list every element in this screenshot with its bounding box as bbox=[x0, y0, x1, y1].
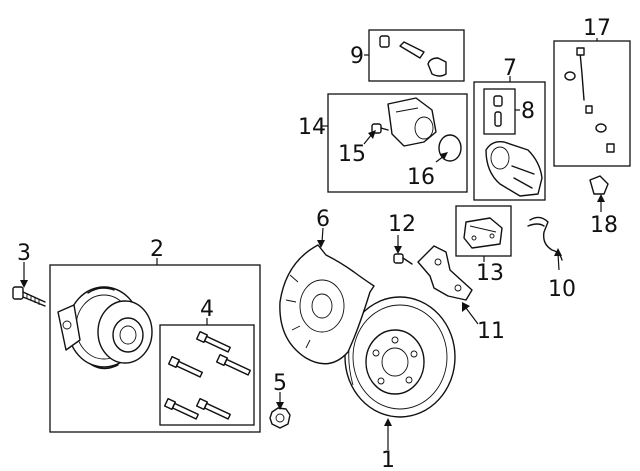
callout-7: 7 bbox=[503, 56, 517, 81]
hose-kit-part bbox=[564, 47, 615, 153]
box-actuator bbox=[327, 93, 468, 193]
wheel-bolts-part bbox=[163, 330, 251, 420]
caliper-bracket-part bbox=[417, 245, 473, 301]
callout-9: 9 bbox=[350, 44, 364, 69]
callout-18: 18 bbox=[590, 213, 618, 238]
hub-bolt-part bbox=[12, 286, 46, 307]
callout-2: 2 bbox=[150, 237, 164, 262]
callout-6: 6 bbox=[316, 207, 330, 232]
o-ring-part bbox=[438, 134, 462, 162]
box-hub-assembly bbox=[49, 264, 261, 433]
caliper-bolts-part bbox=[493, 95, 503, 127]
callout-11: 11 bbox=[477, 319, 505, 344]
box-hose-kit bbox=[553, 40, 631, 167]
callout-15: 15 bbox=[338, 142, 366, 167]
callout-17: 17 bbox=[583, 16, 611, 41]
hub-nut-part bbox=[269, 407, 291, 429]
callout-10: 10 bbox=[548, 277, 576, 302]
callout-3: 3 bbox=[17, 241, 31, 266]
bracket-bolt-part bbox=[393, 253, 413, 265]
splash-shield-part bbox=[279, 244, 375, 365]
box-caliper-bolts bbox=[483, 88, 516, 135]
callout-16: 16 bbox=[407, 165, 435, 190]
bleeder-kit-part bbox=[379, 35, 447, 77]
callout-13: 13 bbox=[476, 261, 504, 286]
leader-lines bbox=[20, 38, 605, 450]
rotor-part bbox=[344, 296, 456, 418]
callout-1: 1 bbox=[381, 448, 395, 471]
box-wheel-bolts bbox=[159, 324, 255, 426]
callout-4: 4 bbox=[200, 297, 214, 322]
brake-pads-part bbox=[463, 217, 503, 249]
sensor-clip-part bbox=[589, 175, 609, 195]
callout-8: 8 bbox=[521, 99, 535, 124]
callout-12: 12 bbox=[388, 212, 416, 237]
callout-14: 14 bbox=[298, 115, 326, 140]
hub-part bbox=[57, 286, 153, 370]
caliper-part bbox=[485, 140, 543, 197]
actuator-part bbox=[387, 97, 437, 147]
callout-5: 5 bbox=[273, 371, 287, 396]
